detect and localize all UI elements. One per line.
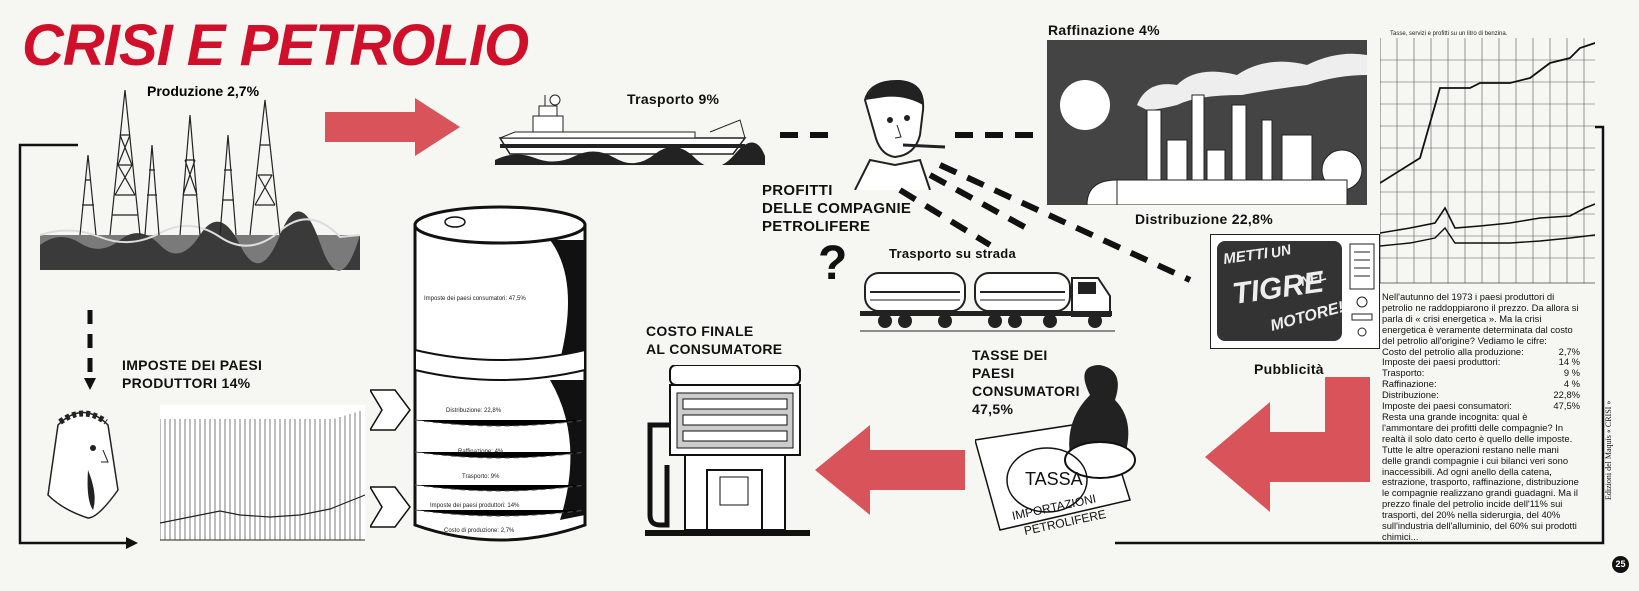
article-outro: Resta una grande incognita: qual è l'amm… bbox=[1382, 410, 1579, 542]
refinery-icon bbox=[1047, 40, 1367, 205]
oil-barrel-icon bbox=[413, 205, 587, 542]
label-trasporto: Trasporto 9% bbox=[627, 91, 720, 107]
dashed-connectors bbox=[780, 132, 1192, 283]
svg-text:UN: UN bbox=[1269, 241, 1293, 261]
profitti-label: PROFITTI DELLE COMPAGNIE PETROLIFERE bbox=[762, 182, 911, 236]
tasse-label: TASSE DEI PAESI CONSUMATORI 47,5% bbox=[972, 346, 1080, 418]
svg-text:TASSA: TASSA bbox=[1025, 469, 1083, 489]
gas-pump-icon bbox=[645, 365, 810, 536]
page-title: CRISI E PETROLIO bbox=[22, 13, 529, 78]
tasse-line-2: PAESI bbox=[972, 365, 1015, 381]
sheikh-icon bbox=[47, 410, 119, 519]
imposte-produttori-label: IMPOSTE DEI PAESI PRODUTTORI 14% bbox=[122, 356, 262, 392]
barrel-seg-1: Imposte dei paesi consumatori: 47,5% bbox=[424, 296, 526, 302]
tanker-truck-icon bbox=[860, 272, 1115, 332]
publisher-credit: Edizioni del Maquis « CRISI » bbox=[1604, 400, 1613, 500]
arrow-left-red-l bbox=[1205, 377, 1370, 512]
barrel-seg-4: Trasporto: 9% bbox=[462, 474, 500, 480]
outline-arrows bbox=[370, 389, 411, 528]
barrel-seg-3: Raffinazione: 4% bbox=[458, 449, 504, 455]
label-pubblicita: Pubblicità bbox=[1254, 361, 1324, 377]
oil-rigs-icon: Produzione 2,7% bbox=[40, 85, 360, 271]
tasse-line-3: CONSUMATORI bbox=[972, 383, 1080, 399]
costo-line-1: COSTO FINALE bbox=[646, 323, 754, 339]
article-intro: Nell'autunno del 1973 i paesi produttori… bbox=[1382, 291, 1579, 346]
barrel-seg-5: Imposte dei paesi produttori: 14% bbox=[430, 503, 520, 509]
svg-text:METTI: METTI bbox=[1222, 245, 1270, 268]
tv-icon: METTI UN TIGRE NEL MOTORE! bbox=[1210, 234, 1380, 349]
barrel-seg-2: Distribuzione: 22,8% bbox=[446, 408, 502, 414]
arrow-right-1 bbox=[325, 98, 460, 156]
barrel-seg-6: Costo di produzione: 2,7% bbox=[444, 528, 515, 534]
cost-row: Imposte dei paesi produttori:14 % bbox=[1382, 356, 1580, 368]
cost-row: Raffinazione:4 % bbox=[1382, 378, 1580, 390]
down-dashed-arrow bbox=[84, 310, 96, 390]
tasse-line-4: 47,5% bbox=[972, 401, 1014, 417]
producer-tax-chart bbox=[160, 405, 365, 541]
left-bracket bbox=[18, 143, 138, 549]
tax-stamp-icon: TASSA IMPORTAZIONI PETROLIFERE bbox=[975, 365, 1136, 538]
label-distribuzione: Distribuzione 22,8% bbox=[1135, 211, 1273, 227]
tanker-ship-icon bbox=[495, 94, 765, 165]
svg-text:NEL: NEL bbox=[1299, 268, 1328, 289]
profitti-line-2: DELLE COMPAGNIE bbox=[762, 200, 912, 217]
cost-list: Costo del petrolio alla produzione:2,7% … bbox=[1382, 345, 1580, 412]
costo-line-2: AL CONSUMATORE bbox=[646, 341, 783, 357]
cost-row: Imposte dei paesi consumatori:47,5% bbox=[1382, 400, 1580, 412]
profitti-line-3: PETROLIFERE bbox=[762, 218, 871, 235]
cost-row: Distribuzione:22,8% bbox=[1382, 389, 1580, 401]
businessman-icon bbox=[854, 79, 946, 190]
question-mark: ? bbox=[818, 237, 848, 290]
page-number: 25 bbox=[1612, 556, 1629, 573]
arrow-left-1 bbox=[815, 425, 965, 515]
cost-row: Costo del petrolio alla produzione:2,7% bbox=[1382, 345, 1580, 357]
profitti-line-1: PROFITTI bbox=[762, 182, 833, 199]
label-trasporto-strada: Trasporto su strada bbox=[889, 246, 1017, 261]
imposte-line-1: IMPOSTE DEI PAESI bbox=[122, 357, 263, 373]
tasse-line-1: TASSE DEI bbox=[972, 347, 1048, 363]
label-raffinazione: Raffinazione 4% bbox=[1048, 22, 1160, 38]
cost-row: Trasporto:9 % bbox=[1382, 367, 1580, 379]
right-bracket bbox=[1115, 125, 1605, 545]
price-chart bbox=[1380, 38, 1595, 284]
article-text: Nell'autunno del 1973 i paesi produttori… bbox=[1382, 291, 1580, 543]
label-produzione: Produzione 2,7% bbox=[147, 85, 260, 99]
costo-finale-label: COSTO FINALE AL CONSUMATORE bbox=[646, 322, 782, 358]
imposte-line-2: PRODUTTORI 14% bbox=[122, 375, 251, 391]
chart-caption: Tasse, servizi e profitti su un litro di… bbox=[1390, 31, 1508, 37]
